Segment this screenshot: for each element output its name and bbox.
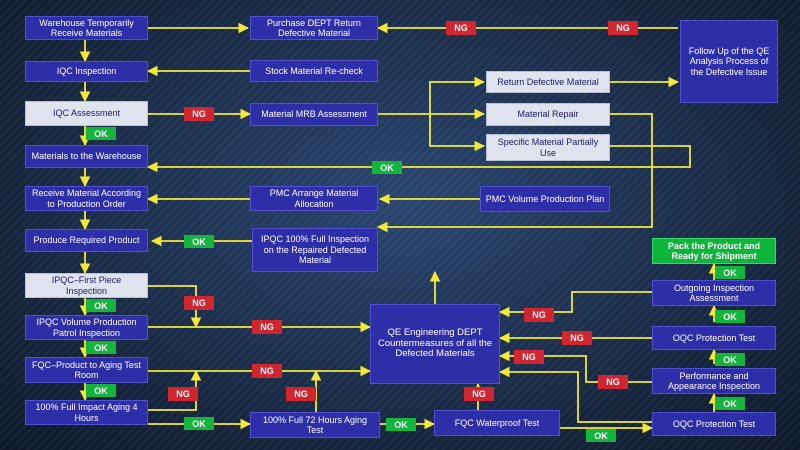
ng-tag-outgoing: NG [524,308,554,322]
ng-tag-72h-aging: NG [286,387,316,401]
full-impact-aging-box: 100% Full Impact Aging 4 Hours [25,400,148,425]
arrow-mrb-to-return [378,76,486,115]
ok-tag-perf: OK [715,397,745,410]
ok-tag-ipqc-full: OK [184,235,214,248]
full-72-aging-box: 100% Full 72 Hours Aging Test [250,412,380,438]
arrow-impact-ng [148,369,202,411]
return-defective-box: Return Defective Material [486,71,610,93]
ipqc-full-repaired-box: IPQC 100% Full Inspection on the Repaire… [252,228,378,272]
ng-tag-followup: NG [608,21,638,35]
specific-partial-box: Specific Material Partially Use [486,134,610,161]
perf-appearance-box: Performance and Appearance Inspection [652,368,776,394]
fqc-aging-room-box: FQC–Product to Aging Test Room [25,357,148,383]
arrow-first-piece-ng [148,285,202,329]
ok-tag-impact-aging: OK [184,417,214,430]
oqc-protection-test-1-box: OQC Protection Test [652,326,776,350]
qe-countermeasures-box: QE Engineering DEPT Countermeasures of a… [370,304,500,384]
arrow-partial-to-warehouse [146,145,691,173]
ipqc-volume-patrol-box: IPQC Volume Production Patrol Inspection [25,315,148,340]
warehouse-receive-box: Warehouse Temporarily Receive Materials [25,16,148,40]
receive-material-order-box: Receive Material According to Production… [25,186,148,211]
ipqc-first-piece-box: IPQC–First Piece Inspection [25,273,148,298]
stock-recheck-box: Stock Material Re-check [250,60,378,82]
ok-tag-outgoing: OK [715,310,745,323]
ng-tag-aging-room: NG [252,364,282,378]
ng-tag-first-piece: NG [184,296,214,310]
material-repair-box: Material Repair [486,103,610,126]
ng-tag-perf: NG [598,375,628,389]
follow-up-qe-box: Follow Up of the QE Analysis Process of … [680,20,778,103]
arrow-mrb-to-partial [429,114,486,152]
ok-tag-aging-room: OK [86,384,116,397]
arrow-outgoing-ng-to-qe [498,291,652,318]
arrow-oqc2-ng-to-qe [498,366,652,423]
outgoing-assessment-box: Outgoing Inspection Assessment [652,280,776,306]
ok-tag-waterproof: OK [586,429,616,442]
ok-tag-partial-use: OK [372,161,402,174]
arrow-repair-to-ipqc-full [376,113,653,233]
ng-tag-oqc-1: NG [562,331,592,345]
ng-tag-patrol: NG [252,320,282,334]
materials-warehouse-box: Materials to the Warehouse [25,145,148,168]
produce-product-box: Produce Required Product [25,229,148,252]
ok-tag-iqc-assessment: OK [86,127,116,140]
oqc-protection-test-2-box: OQC Protection Test [652,412,776,436]
ng-tag-purchase: NG [446,21,476,35]
pmc-arrange-box: PMC Arrange Material Allocation [250,186,378,211]
mrb-assessment-box: Material MRB Assessment [250,103,378,126]
ok-tag-patrol: OK [86,341,116,354]
ng-tag-iqc-assessment: NG [184,107,214,121]
ok-tag-pack: OK [715,266,745,279]
ok-tag-first-piece: OK [86,299,116,312]
fqc-waterproof-box: FQC Waterproof Test [434,410,560,436]
purchase-return-box: Purchase DEPT Return Defective Material [250,16,378,40]
ok-tag-72h-aging: OK [386,418,416,431]
ok-tag-oqc-1: OK [715,353,745,366]
iqc-inspection-box: IQC Inspection [25,61,148,82]
ng-tag-qe-right: NG [514,350,544,364]
pack-ship-box: Pack the Product and Ready for Shipment [652,238,776,264]
pmc-volume-plan-box: PMC Volume Production Plan [480,186,610,212]
ng-tag-waterproof: NG [464,387,494,401]
ng-tag-impact-aging: NG [168,387,198,401]
iqc-assessment-box: IQC Assessment [25,101,148,126]
